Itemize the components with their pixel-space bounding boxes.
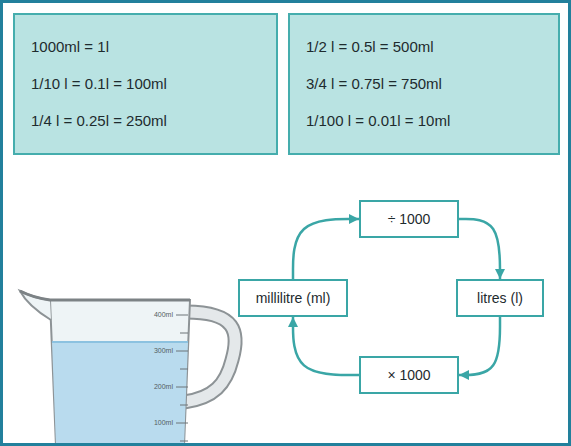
node-text: 1/2 l = 0.5l = 500ml [306,37,542,57]
node-text: 1000ml = 1l [31,37,260,57]
conversion-arrow [293,317,359,375]
conversion-arrow [459,219,500,279]
jug-rim [20,291,190,300]
operation-box: ÷ 1000 [359,200,459,238]
operation-box: × 1000 [359,356,459,394]
jug-spout [20,291,51,320]
node-text: × 1000 [387,366,430,384]
node-text: ÷ 1000 [388,210,431,228]
conversion-panel: 1/2 l = 0.5l = 500ml 3/4 l = 0.75l = 750m… [288,13,560,155]
unit-box: litres (l) [456,279,544,317]
node-text: 1/10 l = 0.1l = 100ml [31,74,260,94]
jug-handle [184,312,235,402]
node-text: 1/100 l = 0.01l = 10ml [306,111,542,131]
conversion-arrow [459,317,500,375]
jug-body [50,300,190,446]
conversion-arrow [293,219,359,279]
scale-ticks [176,315,188,441]
scale-label: 200ml [147,382,173,391]
node-text: 3/4 l = 0.75l = 750ml [306,74,542,94]
scale-label: 100ml [147,418,173,427]
scale-label: 300ml [147,346,173,355]
unit-box: millilitre (ml) [238,279,348,317]
node-text: litres (l) [477,289,523,307]
node-text: millilitre (ml) [256,289,331,307]
scale-label: 400ml [147,310,173,319]
water-surface [52,341,188,343]
water [52,342,188,446]
conversion-panel: 1000ml = 1l 1/10 l = 0.1l = 100ml 1/4 l = … [13,13,278,155]
node-text: 1/4 l = 0.25l = 250ml [31,111,260,131]
